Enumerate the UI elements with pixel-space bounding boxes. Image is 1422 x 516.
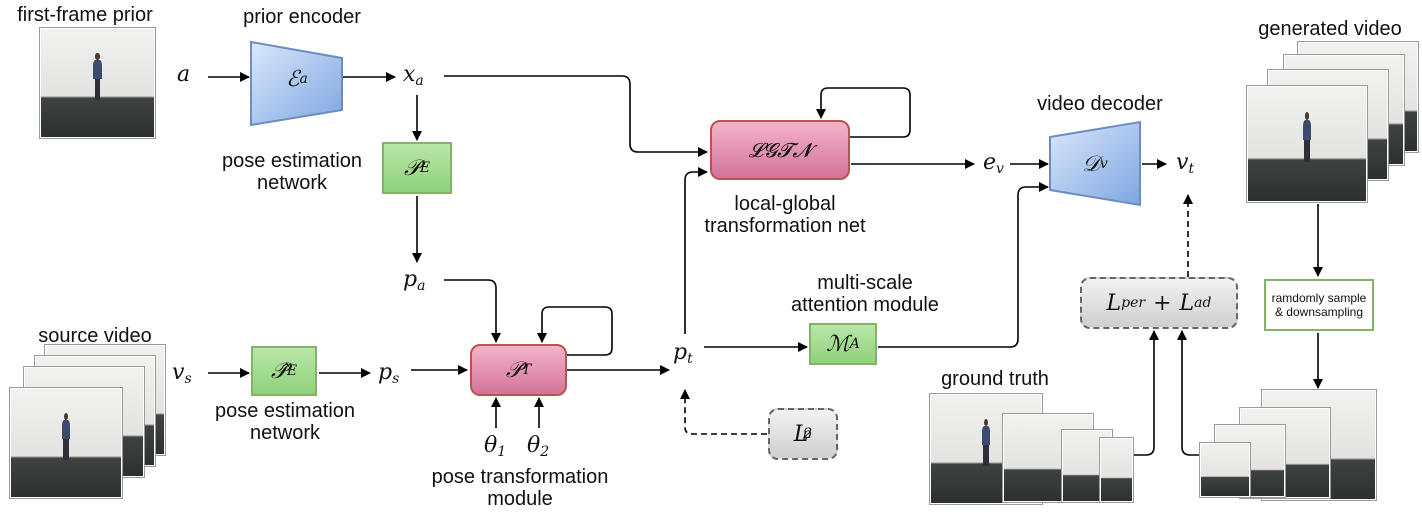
source-video-label: source video <box>38 325 152 347</box>
symbol-a: a <box>177 62 191 87</box>
pose-transformation-label: pose transformation module <box>431 466 609 510</box>
symbol-theta1: θ1 <box>484 433 507 461</box>
source-frame-1 <box>9 387 123 499</box>
symbol-v-t: vt <box>1176 150 1195 178</box>
generated-video-label: generated video <box>1258 18 1402 40</box>
downsampled-frame-1 <box>1199 442 1251 498</box>
symbol-p-a: pa <box>403 267 426 295</box>
encoder-symbol: ℰ <box>286 66 300 92</box>
prior-encoder-label: prior encoder <box>243 6 361 28</box>
arrow-gt-loss <box>1133 330 1159 456</box>
symbol-x-a: xa <box>403 62 424 90</box>
symbol-v-s: vs <box>172 360 192 388</box>
symbol-e-v: ev <box>983 150 1004 178</box>
encoder-shape <box>250 40 343 127</box>
arrow-lp-pt <box>680 389 767 435</box>
generated-frame-1 <box>1246 85 1368 203</box>
encoder-sub: a <box>299 71 308 87</box>
arrow-pt-lgtn <box>684 167 708 334</box>
lgtn-label: local-global transformation net <box>704 193 866 237</box>
video-decoder-label: video decoder <box>1037 93 1163 115</box>
pose-estimation-label-bottom: pose estimation network <box>214 400 356 444</box>
symbol-p-s: ps <box>378 360 400 388</box>
pose-estimation-hat-module: 𝒫̂E <box>251 346 317 396</box>
symbol-p-t: pt <box>673 340 693 368</box>
symbol-theta2: θ2 <box>527 433 550 461</box>
sample-downsample-note: ramdomly sample & downsampling <box>1264 279 1374 331</box>
ground-truth-frame-4 <box>1099 437 1134 503</box>
pose-estimation-label-top: pose estimation network <box>221 150 363 194</box>
decoder-shape <box>1049 120 1141 207</box>
arrow-xa-lgtn <box>444 75 708 157</box>
ground-truth-label: ground truth <box>941 368 1049 390</box>
attention-label: multi-scale attention module <box>791 272 939 316</box>
arrow-pt-loop <box>537 306 613 356</box>
arrow-ma-decoder <box>878 182 1049 348</box>
first-frame-prior-label: first-frame prior <box>17 4 153 26</box>
arrow-lgtn-loop <box>816 87 911 138</box>
arrow-down-loss <box>1177 330 1200 456</box>
arrow-pa-pt <box>444 279 501 343</box>
first-frame-image <box>39 27 156 139</box>
lgtn-module: 𝓛𝓖𝓣𝓝 <box>710 120 850 180</box>
